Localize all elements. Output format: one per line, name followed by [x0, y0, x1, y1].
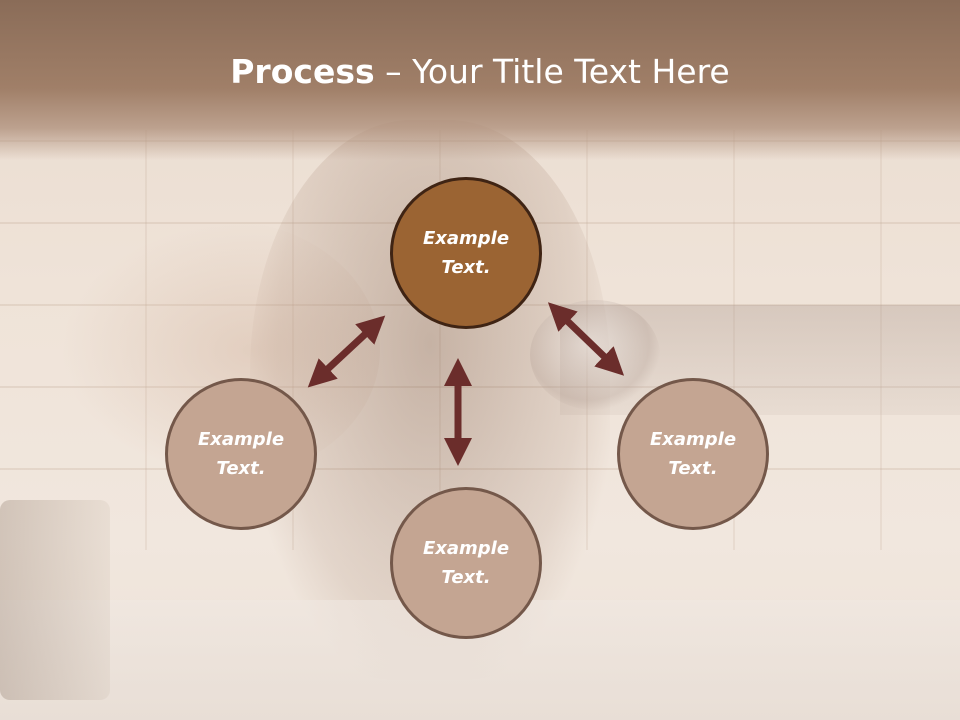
slide-title: Process – Your Title Text Here [0, 52, 960, 91]
title-band [0, 0, 960, 160]
background-ladle [530, 300, 660, 410]
process-node-right[interactable]: Example Text. [617, 378, 769, 530]
background-sink [560, 305, 960, 415]
process-node-left[interactable]: Example Text. [165, 378, 317, 530]
background-pot [0, 500, 110, 700]
node-top-text: Example Text. [422, 228, 510, 278]
node-right-text: Example Text. [649, 429, 737, 479]
title-rest: – Your Title Text Here [374, 52, 730, 91]
process-node-top[interactable]: Example Text. [390, 177, 542, 329]
node-left-text: Example Text. [197, 429, 285, 479]
process-node-bottom[interactable]: Example Text. [390, 487, 542, 639]
arrow-left-diagonal [307, 315, 386, 388]
node-bottom-text: Example Text. [422, 538, 510, 588]
title-bold: Process [230, 52, 375, 91]
arrow-right-diagonal [547, 302, 625, 376]
